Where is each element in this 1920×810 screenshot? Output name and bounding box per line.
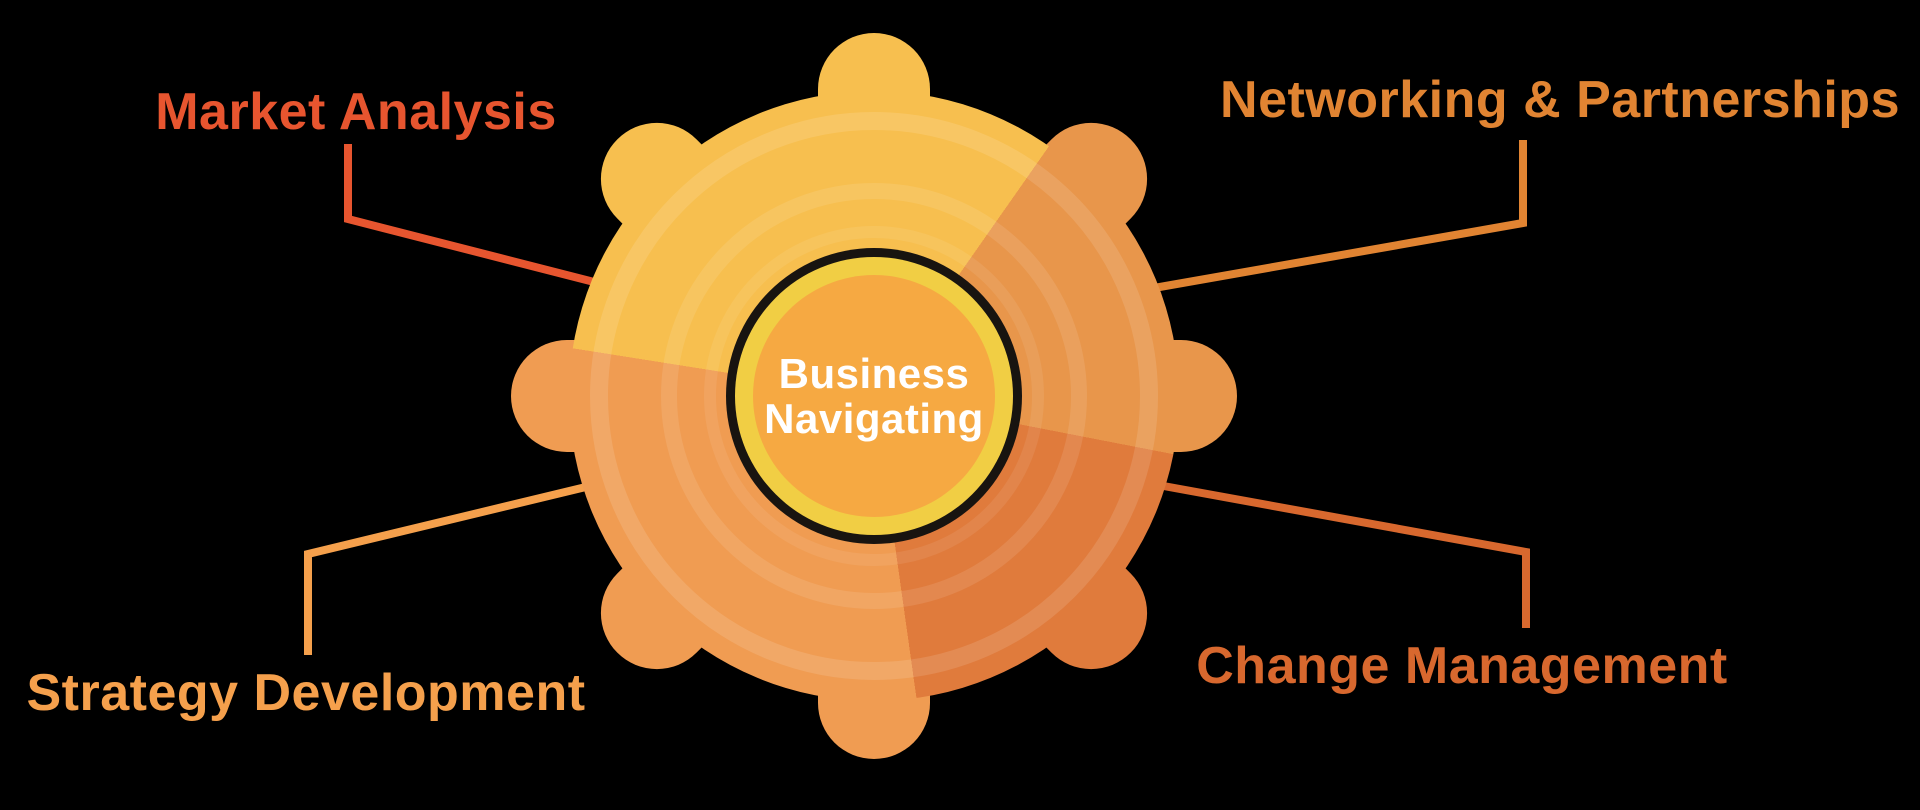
hub-outline: Business Navigating <box>726 248 1022 544</box>
hub-disc: Business Navigating <box>753 275 995 517</box>
hub-yellow-ring: Business Navigating <box>735 257 1013 535</box>
connector-change-management <box>1157 481 1530 628</box>
hub-title-line2: Navigating <box>764 395 984 442</box>
label-networking-partnerships: Networking & Partnerships <box>1220 71 1900 129</box>
label-strategy-development: Strategy Development <box>26 664 586 722</box>
connector-strategy-development <box>304 482 591 655</box>
hub-title-line1: Business <box>778 350 970 397</box>
label-market-analysis: Market Analysis <box>155 83 557 141</box>
label-change-management: Change Management <box>1196 637 1728 695</box>
connector-networking-partnerships <box>1153 140 1527 292</box>
connector-market-analysis <box>344 144 599 287</box>
